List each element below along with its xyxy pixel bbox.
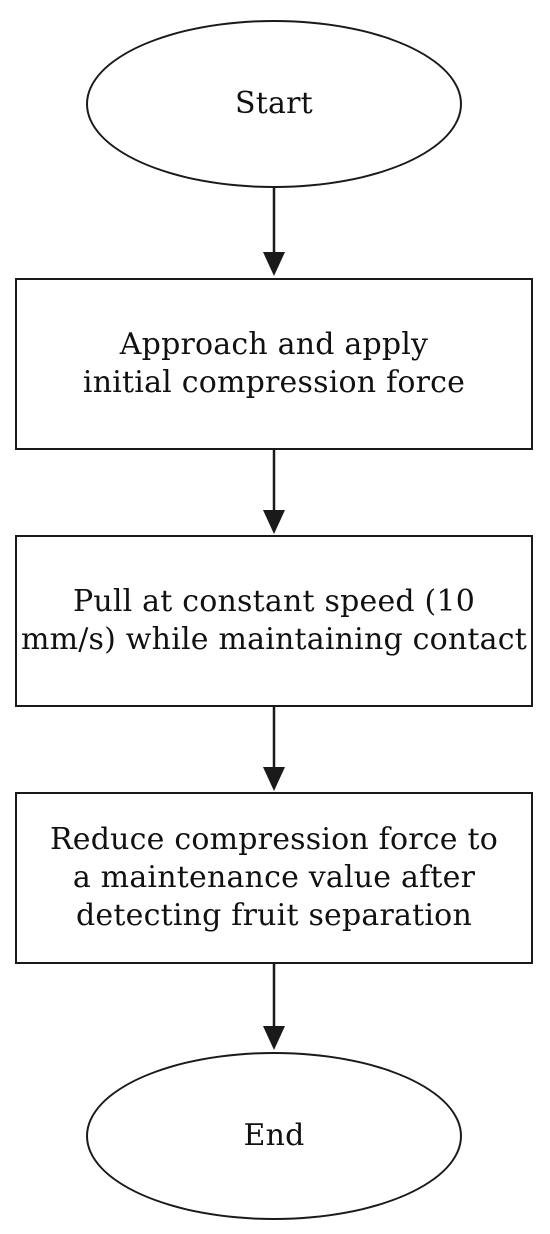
- arrowhead-3: [263, 767, 285, 791]
- step-label-reduce-force: Reduce compression force to a maintenanc…: [50, 822, 498, 933]
- step-label-pull: Pull at constant speed (10 mm/s) while m…: [20, 584, 528, 657]
- arrowhead-2: [263, 510, 285, 534]
- connector-step1-to-step2: [263, 450, 285, 534]
- end-label: End: [243, 1118, 305, 1153]
- connector-start-to-step1: [263, 188, 285, 276]
- end-terminal: End: [86, 1052, 462, 1220]
- process-step-reduce-force: Reduce compression force to a maintenanc…: [15, 792, 533, 964]
- process-step-approach: Approach and apply initial compression f…: [15, 278, 533, 450]
- connector-step2-to-step3: [263, 707, 285, 791]
- step-label-approach: Approach and apply initial compression f…: [82, 327, 466, 400]
- arrowhead-4: [263, 1026, 285, 1050]
- connector-step3-to-end: [263, 964, 285, 1050]
- arrowhead-1: [263, 252, 285, 276]
- start-terminal: Start: [86, 20, 462, 188]
- start-label: Start: [235, 86, 313, 121]
- process-step-pull: Pull at constant speed (10 mm/s) while m…: [15, 535, 533, 707]
